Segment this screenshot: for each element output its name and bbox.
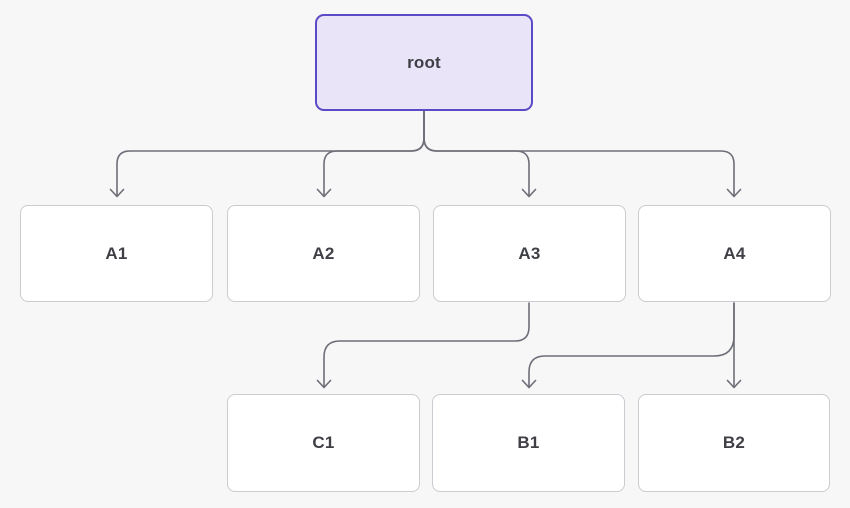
edge-a3-c1 [323, 302, 530, 388]
node-a3[interactable]: A3 [433, 205, 626, 302]
arrowhead-b1 [521, 379, 537, 389]
node-a4-label: A4 [723, 243, 746, 263]
arrowhead-a3 [521, 188, 537, 198]
node-a4[interactable]: A4 [638, 205, 831, 302]
node-a2-label: A2 [312, 243, 335, 263]
node-root-label: root [407, 52, 441, 72]
node-b2-label: B2 [722, 433, 746, 452]
edge-root-a1 [116, 110, 425, 197]
edge-a4-b1 [528, 302, 735, 388]
edge-root-a2 [323, 110, 425, 197]
node-b1[interactable]: B1 [432, 394, 625, 492]
arrowhead-b2 [726, 379, 742, 389]
node-b1-label: B1 [517, 433, 540, 452]
node-c1[interactable]: C1 [227, 394, 420, 492]
node-c1-label: C1 [312, 433, 335, 452]
node-root[interactable]: root [315, 14, 533, 111]
edge-root-a4 [423, 110, 735, 197]
node-b2[interactable]: B2 [638, 394, 830, 492]
node-a1[interactable]: A1 [20, 205, 213, 302]
node-a3-label: A3 [518, 243, 541, 263]
arrowhead-c1 [316, 379, 332, 389]
arrowhead-a2 [316, 188, 332, 198]
node-a2[interactable]: A2 [227, 205, 420, 302]
node-a1-label: A1 [105, 243, 128, 263]
edge-root-a3 [423, 110, 530, 197]
arrowhead-a1 [109, 188, 125, 198]
arrowhead-a4 [726, 188, 742, 198]
